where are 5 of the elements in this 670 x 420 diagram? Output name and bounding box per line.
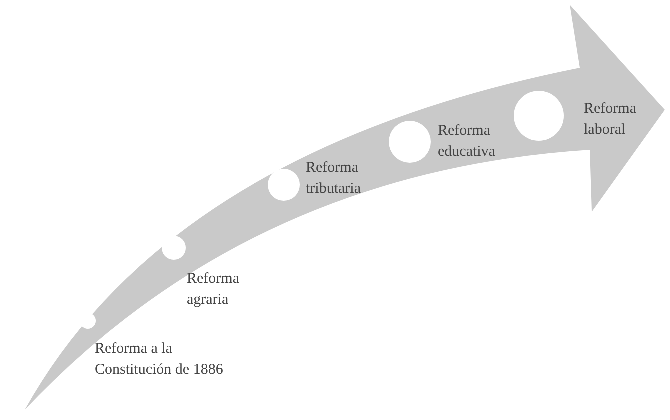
milestone-label: Reforma a la Constitución de 1886 <box>95 340 224 380</box>
milestone-label: Reforma laboral <box>584 100 638 140</box>
milestone-label: Reforma tributaria <box>306 159 362 199</box>
milestone-label: Reforma educativa <box>438 122 496 162</box>
milestone-label: Reforma agraria <box>187 270 240 310</box>
